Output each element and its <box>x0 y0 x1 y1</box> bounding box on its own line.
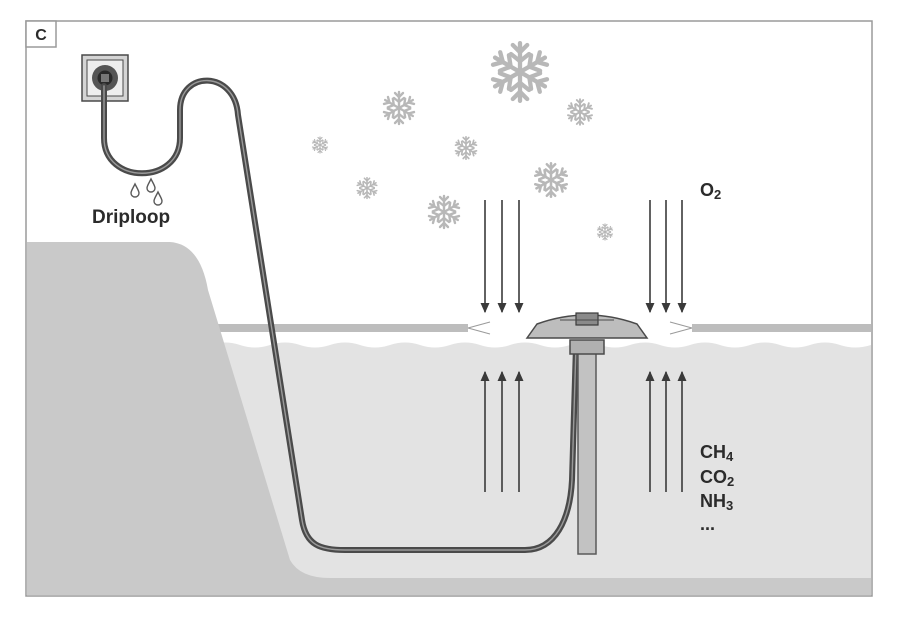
snowflake-icon <box>455 137 478 159</box>
gas-arrows <box>480 370 687 492</box>
snowflake-icon <box>428 196 461 228</box>
ice-sheet-left <box>210 324 468 332</box>
ice-openings <box>467 321 693 335</box>
panel-letter: C <box>35 27 47 44</box>
power-socket-icon <box>81 54 129 102</box>
pond-bank <box>27 242 871 595</box>
ammonia-label-sub: 3 <box>726 498 733 513</box>
driploop-label: Driploop <box>92 207 170 228</box>
snowflake-icon <box>356 178 377 199</box>
oxygen-label: O2 <box>700 180 721 202</box>
snowflake-icon <box>597 224 613 240</box>
snowflake-icon <box>567 99 593 125</box>
snowflake-icon <box>312 137 328 153</box>
snowflake-icon <box>491 43 550 101</box>
carbon-dioxide-label-main: CO <box>700 467 727 487</box>
ice-sheet-right <box>692 324 871 332</box>
device-pipe <box>577 347 597 555</box>
snowflake-icon <box>383 92 416 124</box>
oxygen-label-main: O <box>700 180 714 200</box>
oxygen-label-sub: 2 <box>714 187 721 202</box>
methane-label-sub: 4 <box>726 449 734 464</box>
ammonia-label: NH3 <box>700 491 733 513</box>
carbon-dioxide-label: CO2 <box>700 467 734 489</box>
panel-letter-badge: C <box>25 20 57 48</box>
device-cap <box>575 312 599 326</box>
water-body <box>210 342 871 595</box>
floating-aerator-device <box>525 312 649 555</box>
carbon-dioxide-label-sub: 2 <box>727 474 734 489</box>
oxygen-arrows <box>480 200 687 314</box>
device-collar <box>569 339 605 355</box>
ammonia-label-main: NH <box>700 491 726 511</box>
ellipsis-label: ... <box>700 514 715 534</box>
snowflake-icon <box>534 163 568 197</box>
methane-label-main: CH <box>700 442 726 462</box>
methane-label: CH4 <box>700 442 734 464</box>
